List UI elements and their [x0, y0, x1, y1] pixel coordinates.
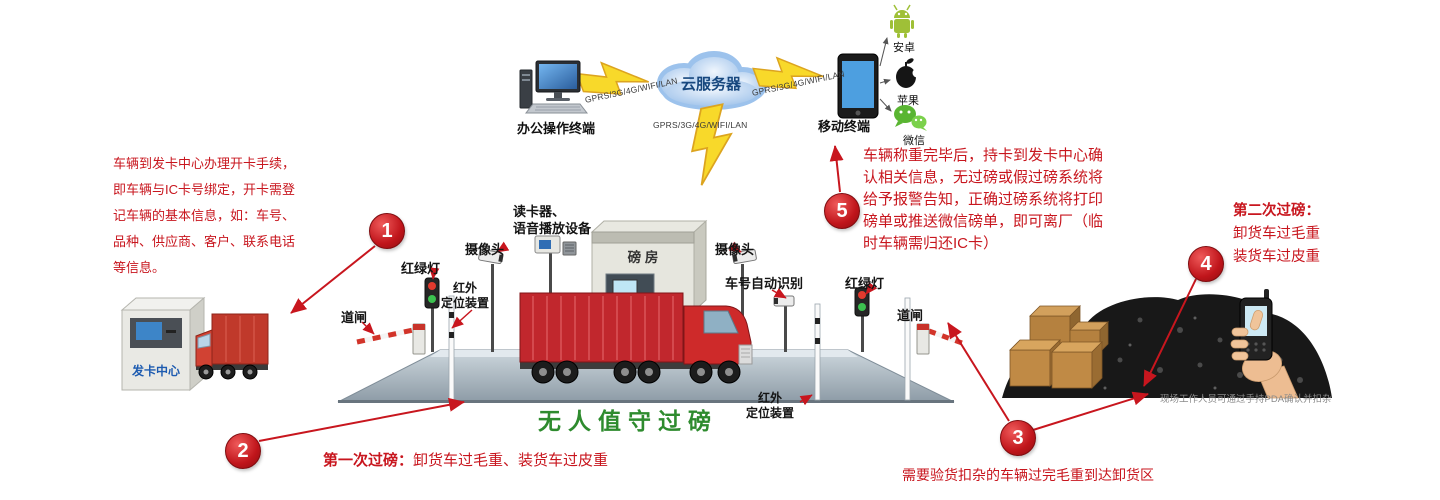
pda-note: 现场工作人员可通过手持PDA确认并扣杂 — [1160, 394, 1332, 405]
office-terminal-icon — [519, 60, 589, 114]
exit-post-right — [904, 297, 911, 401]
step-circle-5: 5 — [824, 193, 860, 229]
camera-right-label: 摄像头 — [715, 242, 755, 257]
step5-text: 车辆称重完毕后，持卡到发卡中心确 认相关信息，无过磅或假过磅系统将 给予报警告知… — [863, 147, 1104, 252]
office-terminal-label: 办公操作终端 — [516, 121, 595, 136]
cloud-server-icon — [657, 51, 767, 110]
weigh-house-label: 磅 房 — [627, 250, 659, 265]
camera-left-icon — [478, 248, 504, 352]
mobile-terminal-icon — [837, 53, 879, 119]
infrared-post-left — [448, 295, 455, 401]
step2-caption-text: 卸货车过毛重、装货车过皮重 — [413, 452, 609, 469]
traffic-light-right-label: 红绿灯 — [845, 276, 885, 291]
truck-on-weighbridge — [519, 292, 753, 384]
android-label: 安卓 — [893, 42, 915, 54]
barrier-left-label: 道闸 — [341, 310, 368, 325]
step4-caption-text: 卸货车过毛重 装货车过皮重 — [1233, 226, 1320, 265]
step-circle-2: 2 — [225, 433, 261, 469]
camera-left-label: 摄像头 — [465, 242, 505, 257]
lightning-bolt-down — [690, 103, 733, 186]
mobile-terminal-label: 移动终端 — [817, 119, 870, 134]
infrared-right-label: 红外 定位装置 — [745, 391, 794, 420]
apple-label: 苹果 — [897, 95, 919, 107]
barrier-gate-left — [356, 323, 426, 355]
step-circle-4: 4 — [1188, 246, 1224, 282]
main-title: 无人值守过磅 — [538, 408, 718, 434]
step1-text: 车辆到发卡中心办理开卡手续， 即车辆与IC卡号绑定，开卡需登 记车辆的基本信息，… — [113, 156, 296, 275]
step2-caption-label: 第一次过磅： — [323, 452, 414, 469]
step-circle-1: 1 — [369, 213, 405, 249]
step-circle-3: 3 — [1000, 420, 1036, 456]
step4-caption-label: 第二次过磅： — [1233, 203, 1320, 219]
network-label-bottom: GPRS/3G/4G/WIFI/LAN — [653, 120, 748, 130]
card-center-kiosk — [120, 296, 206, 392]
cargo-boxes — [1009, 305, 1109, 389]
barrier-right-label: 道闸 — [897, 308, 924, 323]
plate-recognition-label: 车号自动识别 — [725, 276, 804, 291]
card-reader-label: 读卡器、 语音播放设备 — [513, 204, 592, 236]
app-link-lines — [879, 37, 892, 112]
truck-at-card-center — [195, 313, 269, 380]
wechat-icon — [894, 105, 927, 131]
flow-arrows — [258, 145, 1197, 442]
label-pointer-arrows — [361, 241, 878, 406]
step4-caption: 第二次过磅： 卸货车过毛重 装货车过皮重 — [1233, 200, 1320, 269]
infrared-post-right — [814, 303, 821, 401]
wechat-label: 微信 — [903, 135, 925, 147]
cloud-server-label: 云服务器 — [680, 76, 741, 93]
barrier-gate-right — [916, 323, 963, 355]
pda-hand-icon — [1230, 289, 1299, 399]
step3-text: 需要验货扣杂的车辆过完毛重到达卸货区 — [902, 467, 1154, 483]
plate-recognition-camera-icon — [773, 295, 795, 352]
traffic-light-right — [854, 287, 870, 352]
camera-right-icon — [731, 248, 757, 352]
step2-caption: 第一次过磅：卸货车过毛重、装货车过皮重 — [323, 449, 608, 470]
lightning-bolt-left — [575, 61, 649, 95]
android-icon — [890, 4, 914, 38]
traffic-light-left-label: 红绿灯 — [401, 261, 441, 276]
card-center-label: 发卡中心 — [131, 364, 180, 378]
lightning-bolt-right — [752, 56, 824, 90]
infrared-left-label: 红外 定位装置 — [440, 281, 489, 310]
apple-icon — [896, 58, 922, 88]
